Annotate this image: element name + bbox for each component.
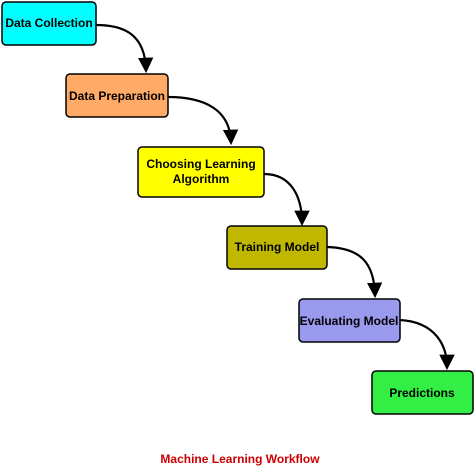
step-training-model: Training Model: [226, 225, 328, 270]
step-box: [226, 225, 328, 270]
step-box: [371, 370, 474, 415]
step-label: Data Preparation: [69, 89, 165, 103]
step-data-collection: Data Collection: [1, 1, 97, 46]
arrow-collection-to-preparation: [95, 23, 154, 74]
step-evaluating-model: Evaluating Model: [298, 298, 401, 343]
step-label: Evaluating Model: [300, 314, 399, 328]
step-label: Predictions: [389, 386, 455, 400]
step-label: Data Collection: [5, 16, 92, 30]
arrow-evaluating-to-predictions: [399, 318, 455, 371]
step-box: [137, 146, 265, 198]
arrow-preparation-to-algorithm: [167, 95, 239, 146]
step-box: [1, 1, 97, 46]
step-label-line: Choosing Learning: [146, 157, 255, 171]
step-predictions: Predictions: [371, 370, 474, 415]
arrow-training-to-evaluating: [326, 245, 383, 299]
step-data-preparation: Data Preparation: [65, 73, 169, 118]
step-label-line: Algorithm: [173, 172, 230, 186]
step-box: [65, 73, 169, 118]
arrow-algorithm-to-training: [263, 172, 310, 227]
step-box: [298, 298, 401, 343]
step-label: Training Model: [235, 240, 320, 254]
diagram-caption: Machine Learning Workflow: [160, 452, 320, 466]
